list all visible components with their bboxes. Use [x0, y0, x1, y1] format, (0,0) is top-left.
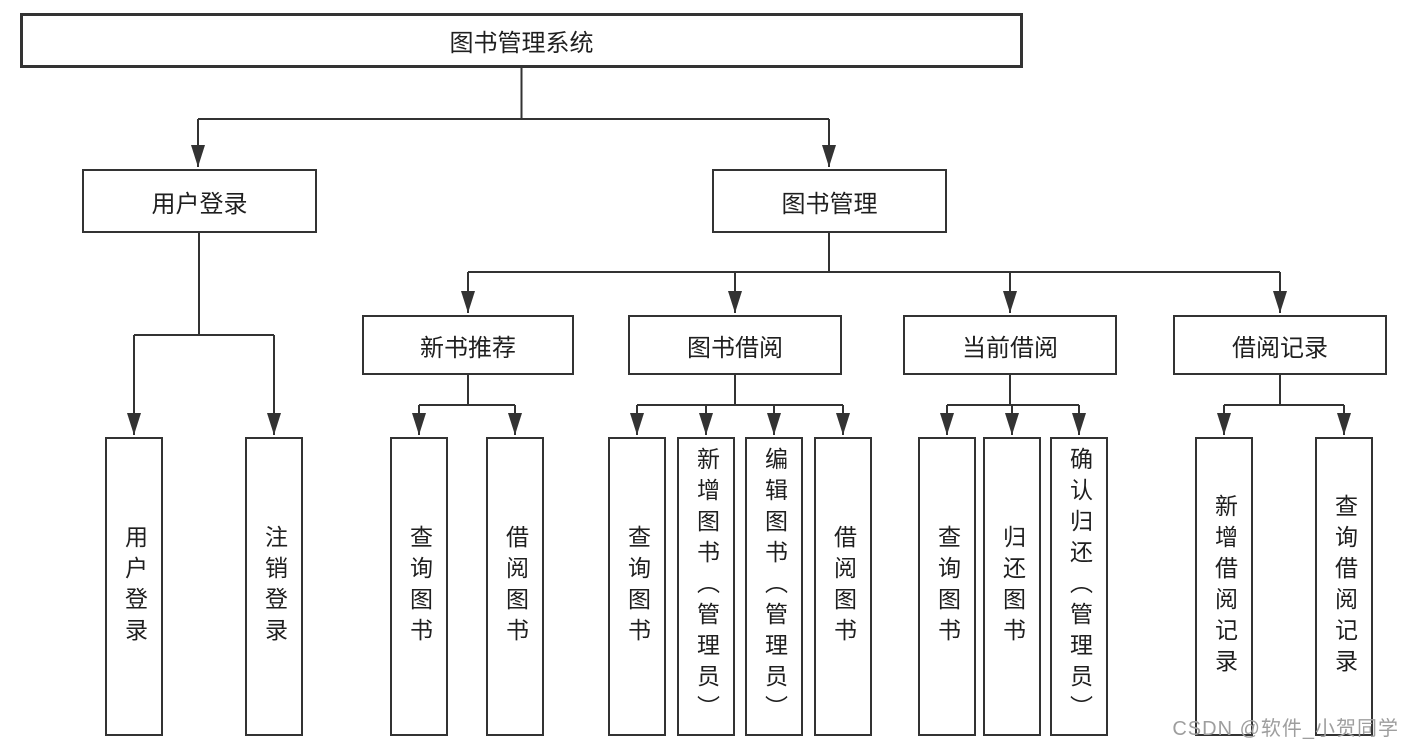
node-user-login: 用户登录: [82, 169, 317, 233]
leaf-query-books-recommend: 查询图书: [390, 437, 448, 736]
node-label: 确认归还（管理员）: [1066, 447, 1093, 726]
node-book-management: 图书管理: [712, 169, 947, 233]
leaf-user-login: 用户登录: [105, 437, 163, 736]
leaf-query-books-borrow: 查询图书: [608, 437, 666, 736]
node-label: 新增借阅记录: [1211, 493, 1238, 680]
node-label: 当前借阅: [962, 334, 1058, 362]
leaf-add-borrow-record: 新增借阅记录: [1195, 437, 1253, 736]
node-label: 注销登录: [261, 524, 288, 649]
node-label: 图书借阅: [687, 334, 783, 362]
connector-borrow-records-to-leaves: [1217, 375, 1351, 435]
node-label: 借阅记录: [1232, 334, 1328, 362]
connector-book-borrow-to-leaves: [630, 375, 850, 435]
node-new-book-recommend: 新书推荐: [362, 315, 574, 375]
leaf-borrow-books-recommend: 借阅图书: [486, 437, 544, 736]
node-book-borrow: 图书借阅: [628, 315, 842, 375]
node-label: 查询图书: [934, 524, 961, 649]
node-label: 借阅图书: [502, 524, 529, 649]
connector-root-to-level2: [191, 67, 836, 167]
connector-book-management-to-level3: [461, 233, 1287, 313]
leaf-logout: 注销登录: [245, 437, 303, 736]
node-library-management-system: 图书管理系统: [20, 13, 1023, 68]
leaf-return-books: 归还图书: [983, 437, 1041, 736]
node-label: 编辑图书（管理员）: [761, 447, 788, 726]
node-label: 图书管理系统: [449, 30, 594, 57]
leaf-confirm-return-admin: 确认归还（管理员）: [1050, 437, 1108, 736]
connector-user-login-to-leaves: [127, 233, 281, 435]
node-label: 查询图书: [406, 524, 433, 649]
node-label: 查询图书: [624, 524, 651, 649]
node-label: 新增图书（管理员）: [693, 447, 720, 726]
csdn-watermark: CSDN @软件_小贺同学: [1172, 718, 1399, 740]
leaf-query-books-current: 查询图书: [918, 437, 976, 736]
node-label: 新书推荐: [420, 334, 516, 362]
connector-new-book-to-leaves: [412, 375, 522, 435]
leaf-edit-book-admin: 编辑图书（管理员）: [745, 437, 803, 736]
leaf-query-borrow-record: 查询借阅记录: [1315, 437, 1373, 736]
node-label: 图书管理: [781, 190, 878, 218]
node-label: 借阅图书: [830, 524, 857, 649]
leaf-borrow-books: 借阅图书: [814, 437, 872, 736]
node-label: 查询借阅记录: [1331, 493, 1358, 680]
node-borrow-records: 借阅记录: [1173, 315, 1387, 375]
leaf-add-book-admin: 新增图书（管理员）: [677, 437, 735, 736]
node-label: 用户登录: [121, 524, 148, 649]
node-label: 归还图书: [999, 524, 1026, 649]
node-label: 用户登录: [151, 190, 248, 218]
connector-current-borrow-to-leaves: [940, 375, 1086, 435]
node-current-borrow: 当前借阅: [903, 315, 1117, 375]
